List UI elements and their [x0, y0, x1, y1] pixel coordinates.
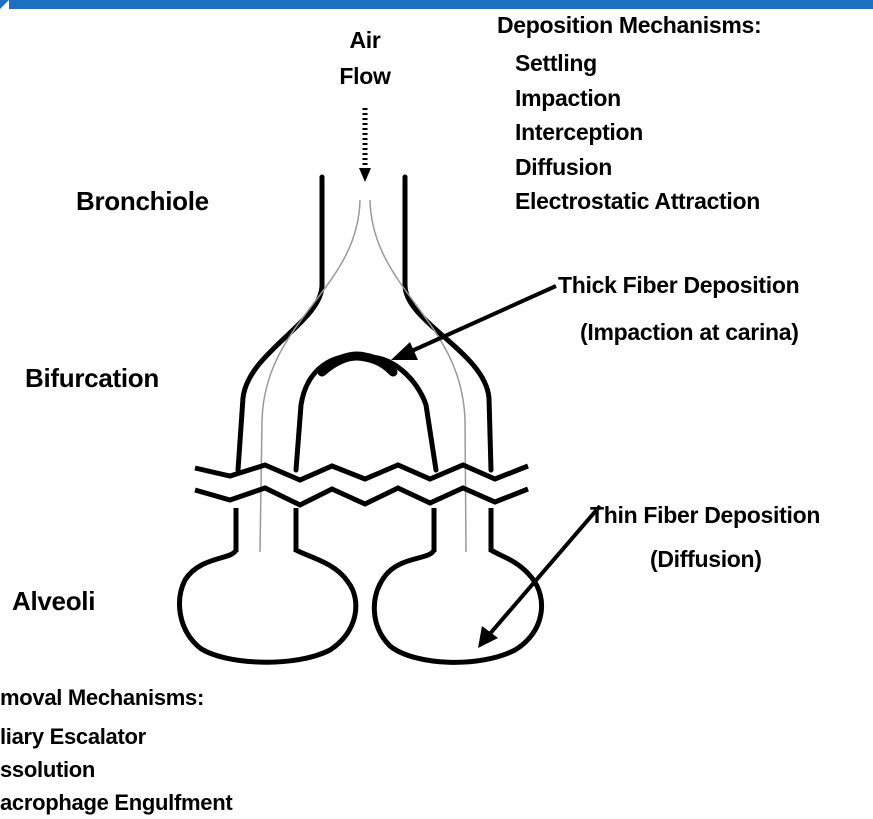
deposition-list: Settling Impaction Interception Diffusio… [515, 46, 760, 219]
thick-fiber-label-line1: Thick Fiber Deposition [558, 272, 799, 299]
thin-fiber-label-line2: (Diffusion) [650, 546, 762, 573]
deposition-item: Impaction [515, 81, 760, 116]
thick-fiber-label-line2: (Impaction at carina) [580, 319, 799, 346]
deposition-heading: Deposition Mechanisms: [497, 12, 761, 39]
air-flow-label-line1: Air [340, 27, 390, 54]
removal-heading: moval Mechanisms: [0, 685, 204, 711]
air-flow-arrow [359, 108, 371, 182]
deposition-item: Diffusion [515, 150, 760, 185]
thin-fiber-label-line1: Thin Fiber Deposition [590, 502, 820, 529]
bronchiole-label: Bronchiole [76, 186, 209, 217]
removal-item: liary Escalator [0, 720, 232, 753]
bronchiole-left-wall [238, 177, 322, 470]
deposition-item: Electrostatic Attraction [515, 184, 760, 219]
deposition-item: Interception [515, 115, 760, 150]
break-line-lower [195, 488, 528, 505]
alveolus-right [374, 550, 541, 662]
air-flow-label-line2: Flow [330, 63, 400, 90]
removal-list: liary Escalator ssolution acrophage Engu… [0, 720, 232, 819]
alveolus-left [180, 550, 356, 662]
alveoli-label: Alveoli [12, 586, 95, 617]
removal-item: acrophage Engulfment [0, 786, 232, 819]
bifurcation-label: Bifurcation [25, 363, 159, 394]
deposition-item: Settling [515, 46, 760, 81]
thick-fiber-arrow [391, 286, 556, 360]
removal-item: ssolution [0, 753, 232, 786]
bronchiole-right-wall [405, 177, 491, 470]
carina-arch [296, 356, 436, 470]
break-line-upper [195, 465, 528, 480]
